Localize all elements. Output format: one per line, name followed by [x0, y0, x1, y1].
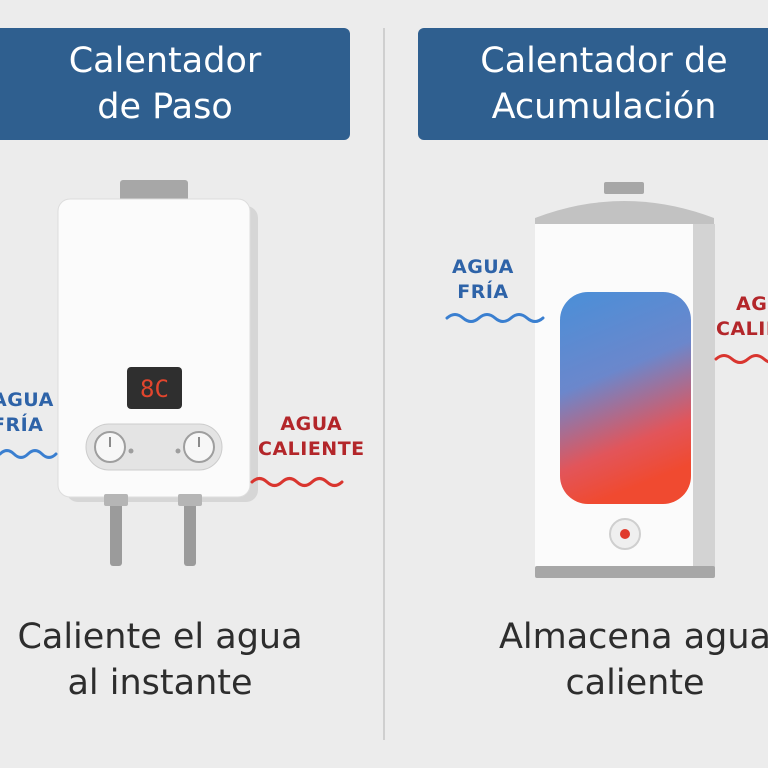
caption-right-line1: Almacena agua — [498, 617, 768, 657]
display-readout: 8C — [140, 375, 169, 403]
hot-water-wave-left — [250, 477, 344, 487]
hot-water-label-right: AGUA CALIENTE — [716, 292, 768, 342]
tank-lid — [535, 201, 714, 226]
cold-label-right-line2: FRÍA — [457, 281, 509, 303]
pipe-nut-left — [104, 494, 128, 506]
thermostat-light — [620, 529, 630, 539]
cold-label-left-line2: FRÍA — [0, 414, 44, 436]
title-right-line1: Calentador de — [480, 41, 728, 81]
cold-water-wave-right — [445, 313, 545, 323]
cold-label-right-line1: AGUA — [452, 256, 514, 278]
tankless-heater: 8C — [57, 180, 258, 566]
hot-label-left-line1: AGUA — [280, 413, 343, 435]
pipe-nut-right — [178, 494, 202, 506]
indicator-dot-left — [128, 448, 134, 454]
cold-water-label-left: AGUA FRÍA — [0, 388, 54, 438]
water-level-gradient — [560, 292, 691, 504]
storage-heater — [535, 182, 715, 578]
cold-water-wave-left — [0, 449, 58, 459]
hot-water-label-left: AGUA CALIENTE — [258, 412, 365, 462]
hot-water-wave-right — [714, 354, 768, 364]
cold-water-label-right: AGUA FRÍA — [452, 255, 514, 305]
caption-instant-heater: Caliente el agua al instante — [0, 614, 320, 706]
title-instant-heater: Calentador de Paso — [0, 28, 350, 140]
hot-label-right-line1: AGUA — [736, 293, 768, 315]
tank-side-shade — [693, 224, 715, 572]
pipe-left — [110, 496, 122, 566]
caption-storage-heater: Almacena agua caliente — [470, 614, 768, 706]
caption-left-line2: al instante — [67, 663, 253, 703]
indicator-dot-right — [175, 448, 181, 454]
title-right-line2: Acumulación — [491, 87, 717, 127]
pipe-right — [184, 496, 196, 566]
title-storage-heater: Calentador de Acumulación — [418, 28, 768, 140]
title-left-line2: de Paso — [97, 87, 233, 127]
tank-base — [535, 566, 715, 578]
cold-label-left-line1: AGUA — [0, 389, 54, 411]
caption-right-line2: caliente — [565, 663, 705, 703]
title-left-line1: Calentador — [68, 41, 262, 81]
digital-display — [127, 367, 182, 409]
heater-body — [57, 198, 251, 498]
tank-top-valve — [604, 182, 644, 194]
caption-left-line1: Caliente el agua — [17, 617, 303, 657]
hot-label-left-line2: CALIENTE — [258, 438, 365, 460]
hot-label-right-line2: CALIENTE — [716, 318, 768, 340]
panel-divider — [383, 28, 385, 740]
